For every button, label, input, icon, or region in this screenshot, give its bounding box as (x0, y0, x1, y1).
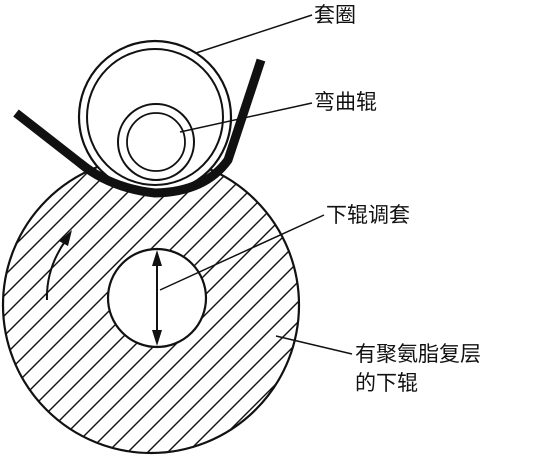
leader-lower-roller (275, 335, 353, 355)
leader-sleeve (195, 14, 313, 54)
leader-lower-roller-sleeve (159, 214, 325, 291)
bending-roller (117, 103, 195, 181)
bending-roller-outer (117, 103, 195, 181)
sleeve-inner (86, 48, 224, 186)
sleeve-label: 套圈 (314, 3, 356, 27)
leader-lines (159, 14, 353, 355)
lower-roller-sleeve-label: 下辊调套 (326, 203, 410, 227)
curved-arrow-icon (45, 230, 72, 301)
bending-roller-label: 弯曲辊 (314, 90, 377, 114)
bending-roller-inner (126, 112, 186, 172)
double-arrow-icon (152, 250, 162, 346)
bent-sheet (13, 58, 266, 198)
lower-roller-label-line1: 有聚氨脂复层 (355, 342, 481, 366)
lower-roller-label-line2: 的下辊 (355, 371, 418, 395)
leader-bending-roller (179, 102, 313, 133)
